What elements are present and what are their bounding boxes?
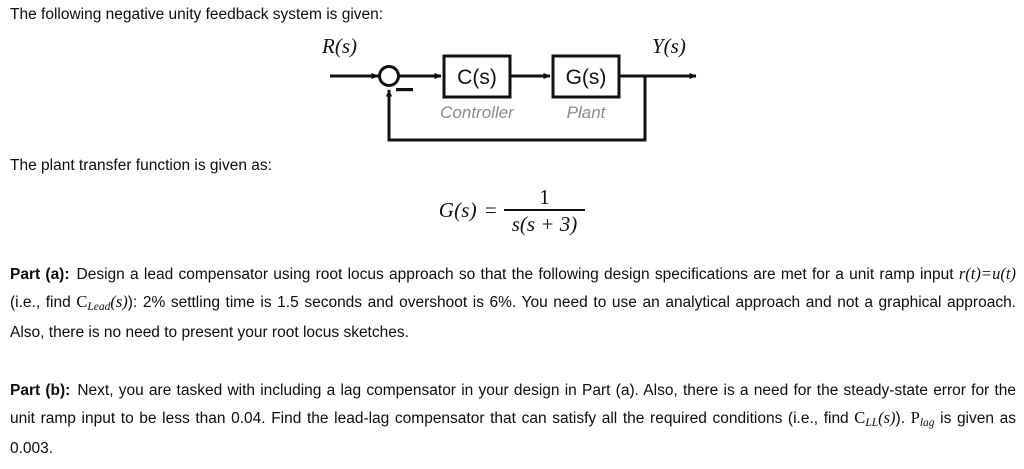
- plant-block: [551, 54, 621, 99]
- part-b-label: Part (b):: [10, 382, 71, 399]
- part-a-math-c: C: [76, 291, 88, 311]
- part-a-label: Part (a):: [10, 266, 70, 283]
- part-b-text-1: Next, you are tasked with including a la…: [10, 382, 1016, 427]
- part-a-text-1: Design a lead compensator using root loc…: [76, 266, 959, 283]
- part-a-math-c-subscript: Lead: [87, 300, 111, 313]
- equation-equals-sign: =: [484, 198, 497, 223]
- part-a-text-4: 2% settling time is 1.5 seconds and over…: [10, 293, 1016, 342]
- summing-junction: [378, 65, 400, 87]
- part-b-math-p-subscript: lag: [919, 416, 935, 429]
- block-diagram: R(s) C(s) Controller G(s) Plant Y(s): [300, 28, 720, 150]
- part-a-math-r: r: [958, 264, 966, 283]
- controller-caption: Controller: [440, 103, 515, 122]
- part-a-math-c-paren: (s): [110, 291, 128, 311]
- equation-denominator: s(s + 3): [511, 211, 578, 236]
- plant-caption: Plant: [567, 103, 607, 122]
- part-a-paren-t-2: (t): [1000, 264, 1016, 283]
- plant-block-label: G(s): [566, 66, 607, 89]
- part-a-text-2: (i.e., find: [10, 293, 77, 311]
- part-a-math-u: u: [992, 264, 1001, 283]
- part-b-math-p: P: [910, 407, 920, 427]
- equation-numerator: 1: [539, 185, 550, 209]
- intro-text-system: The following negative unity feedback sy…: [10, 6, 384, 23]
- part-a-equals: =: [981, 264, 992, 283]
- part-a-paren-t-1: (t): [965, 264, 981, 283]
- plant-transfer-function-equation: G(s) = 1 s(s + 3): [0, 186, 1024, 236]
- equation-fraction: 1 s(s + 3): [503, 185, 586, 236]
- part-b-text-3: is given as 0.003.: [10, 409, 1016, 458]
- summing-junction-minus-sign: [396, 88, 413, 92]
- input-signal-label: R(s): [321, 34, 357, 58]
- part-b-math-c-paren: (s): [878, 407, 896, 427]
- part-b-text-2: ).: [895, 409, 911, 427]
- part-b-math-c-subscript: LL: [865, 416, 879, 429]
- controller-block-label: C(s): [457, 66, 497, 89]
- feedback-path: [385, 76, 647, 142]
- fraction-bar: [503, 209, 586, 211]
- part-a: Part (a): Design a lead compensator using…: [10, 261, 1016, 347]
- part-b: Part (b):Next, you are tasked with inclu…: [10, 378, 1016, 463]
- equation-lhs: G(s): [438, 198, 477, 223]
- part-b-math-c: C: [854, 407, 866, 427]
- intro-text-plant: The plant transfer function is given as:: [10, 157, 272, 174]
- output-signal-label: Y(s): [652, 34, 686, 58]
- part-a-text-3: ):: [127, 293, 143, 311]
